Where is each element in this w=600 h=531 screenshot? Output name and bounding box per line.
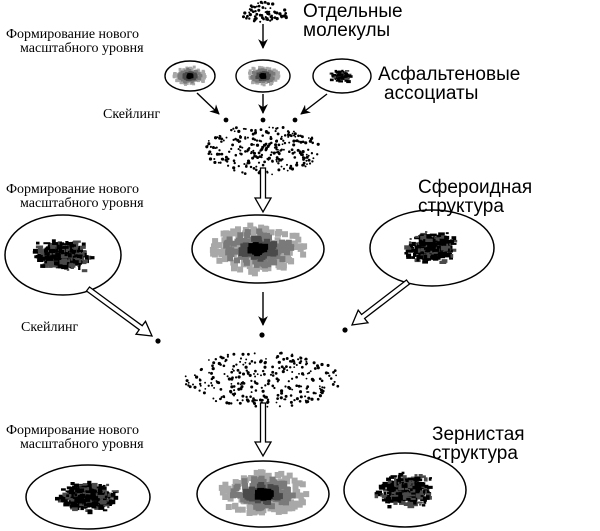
granular-cluster-1 — [25, 464, 151, 530]
label-scaling-1: Скейлинг — [103, 107, 160, 122]
label-formation-1a: Формирование нового — [6, 27, 139, 42]
arrows-associates-to-points — [196, 92, 328, 115]
label-granular-1: Зернистая — [432, 424, 525, 445]
granular-cluster-3 — [343, 452, 467, 528]
granular-cluster-2 — [196, 460, 330, 528]
scaling-points-2 — [155, 327, 348, 344]
scaling-dot-cloud-2 — [184, 351, 340, 409]
spheroid-cluster-3 — [369, 209, 495, 287]
label-spheroid-2: структура — [418, 196, 504, 217]
label-molecules-1: Отдельные — [303, 1, 403, 22]
label-formation-3b: масштабного уровня — [20, 437, 144, 452]
spheroid-cluster-1 — [4, 214, 122, 296]
label-asphaltene-1: Асфальтеновые — [378, 64, 520, 85]
scaling-points-1 — [223, 117, 298, 123]
scaling-dot-cloud-1 — [205, 126, 320, 176]
label-formation-2b: масштабного уровня — [20, 196, 144, 211]
asphaltene-associate-2 — [235, 59, 291, 93]
label-molecules-2: молекулы — [303, 20, 390, 41]
label-scaling-2: Скейлинг — [21, 320, 78, 335]
label-formation-3a: Формирование нового — [6, 423, 139, 438]
asphaltene-associate-3 — [312, 58, 372, 94]
asphaltene-associate-1 — [164, 60, 216, 92]
label-asphaltene-2: ассоциаты — [384, 83, 478, 104]
label-formation-1b: масштабного уровня — [20, 41, 144, 56]
hollow-arrows — [85, 167, 411, 458]
spheroid-cluster-2 — [191, 214, 325, 284]
label-granular-2: структура — [432, 443, 518, 464]
label-spheroid-1: Сфероидная — [418, 177, 532, 198]
molecules-dot-cloud — [241, 0, 288, 23]
label-formation-2a: Формирование нового — [6, 182, 139, 197]
